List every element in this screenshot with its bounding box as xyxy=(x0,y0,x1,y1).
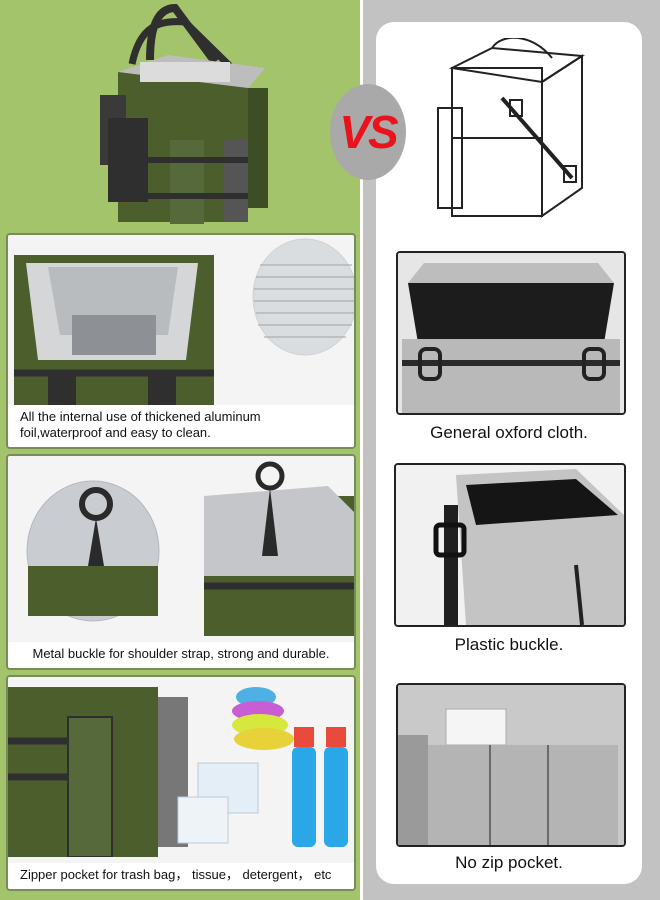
vs-badge: VS xyxy=(330,84,406,180)
metal-buckle-image xyxy=(8,456,354,636)
zipper-pocket-caption: Zipper pocket for trash bag， tissue， det… xyxy=(8,863,354,889)
open-pocket-bag-image xyxy=(398,685,624,845)
metal-buckle-panel: Metal buckle for shoulder strap, strong … xyxy=(6,454,356,670)
plastic-buckle-image xyxy=(396,465,624,625)
gray-bag-interior-image xyxy=(398,253,624,413)
no-zip-pocket-photo xyxy=(396,683,626,847)
foil-lining-panel: All the internal use of thickened alumin… xyxy=(6,233,356,449)
no-zip-pocket-caption: No zip pocket. xyxy=(455,853,563,872)
foil-lining-caption: All the internal use of thickened alumin… xyxy=(8,405,354,447)
green-tool-bag-image xyxy=(100,3,268,224)
left-column-improved-bag: All the internal use of thickened alumin… xyxy=(0,0,363,900)
plastic-buckle-photo xyxy=(394,463,626,627)
oxford-cloth-caption: General oxford cloth. xyxy=(430,423,588,442)
metal-buckle-caption: Metal buckle for shoulder strap, strong … xyxy=(8,642,354,668)
foil-lined-bag-interior-image xyxy=(8,235,354,415)
oxford-cloth-photo xyxy=(396,251,626,415)
standard-bag-line-drawing xyxy=(437,38,585,218)
plastic-buckle-caption: Plastic buckle. xyxy=(454,635,564,654)
zipper-pocket-image xyxy=(8,677,354,857)
zipper-pocket-panel: Zipper pocket for trash bag， tissue， det… xyxy=(6,675,356,891)
